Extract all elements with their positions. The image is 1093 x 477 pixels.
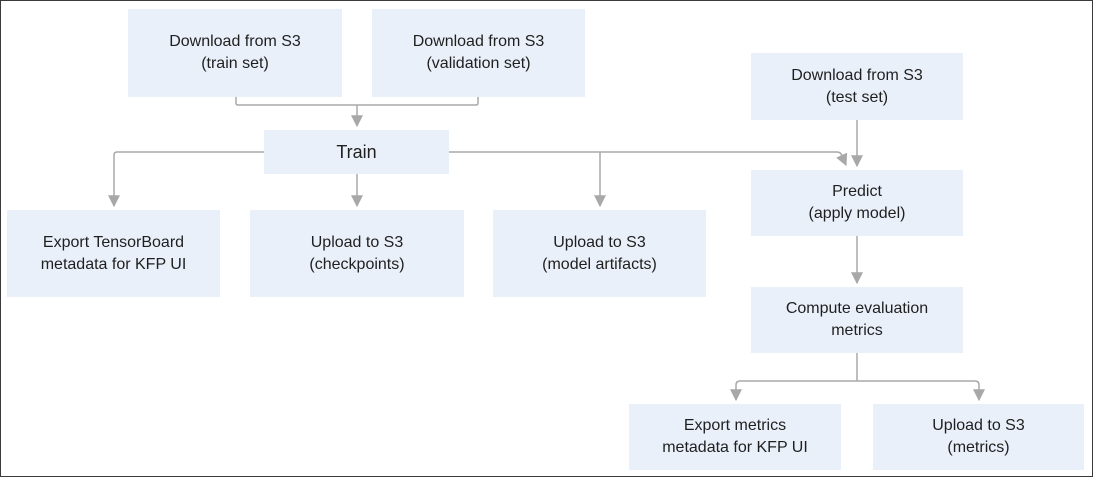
download-train-set-node: Download from S3 (train set): [128, 9, 342, 97]
upload-metrics-node: Upload to S3 (metrics): [873, 404, 1084, 470]
arrow-to-upload-metrics: [857, 380, 985, 402]
upload-model-artifacts-node: Upload to S3 (model artifacts): [493, 210, 706, 297]
node-label: Predict (apply model): [808, 183, 906, 222]
export-metrics-node: Export metrics metadata for KFP UI: [629, 404, 841, 470]
train-node: Train: [264, 130, 449, 174]
node-label: Train: [336, 142, 377, 162]
connector-train-bus-right: [449, 151, 848, 167]
node-label: Export TensorBoard metadata for KFP UI: [40, 233, 187, 273]
node-label: Upload to S3 (model artifacts): [542, 233, 657, 273]
node-label: Compute evaluation metrics: [785, 300, 929, 339]
connector-train-set-merge: [235, 97, 479, 106]
node-label: Export metrics metadata for KFP UI: [662, 417, 808, 456]
download-test-set-node: Download from S3 (test set): [751, 53, 963, 120]
connector-train-bus-left: [108, 151, 264, 208]
node-label: Download from S3 (test set): [791, 66, 923, 106]
download-validation-set-node: Download from S3 (validation set): [372, 9, 585, 97]
export-tensorboard-node: Export TensorBoard metadata for KFP UI: [7, 210, 220, 297]
compute-metrics-node: Compute evaluation metrics: [751, 287, 963, 353]
upload-checkpoints-node: Upload to S3 (checkpoints): [250, 210, 464, 297]
node-label: Download from S3 (validation set): [412, 33, 545, 72]
predict-node: Predict (apply model): [751, 170, 963, 236]
node-label: Upload to S3 (metrics): [932, 417, 1025, 456]
arrow-to-export-metrics: [730, 380, 857, 402]
node-label: Download from S3 (train set): [169, 33, 301, 72]
node-label: Upload to S3 (checkpoints): [309, 233, 405, 273]
